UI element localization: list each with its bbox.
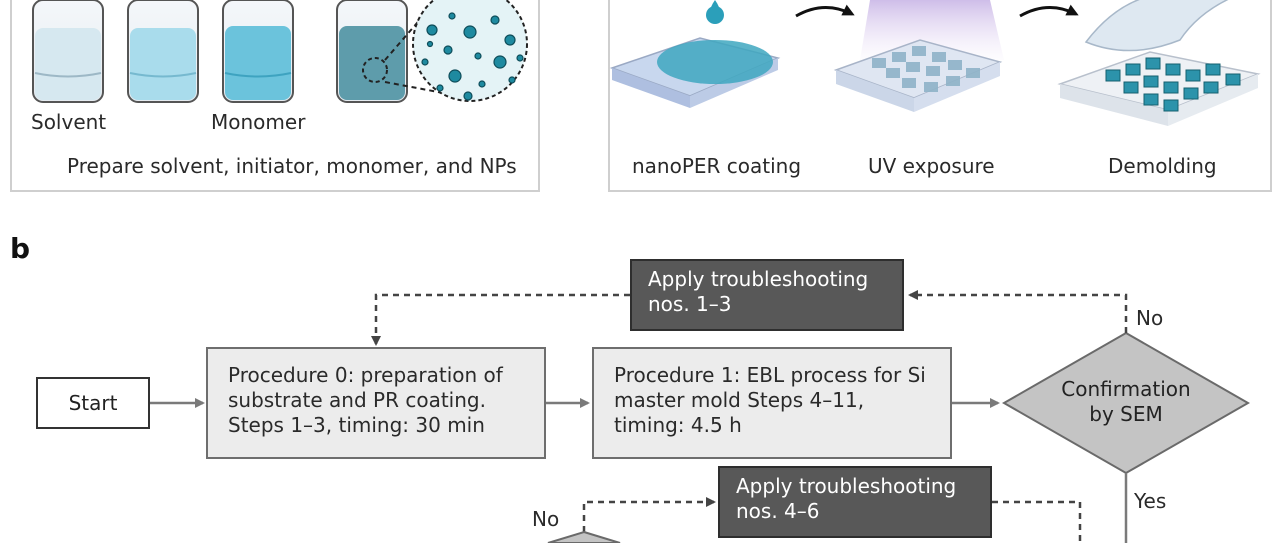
edge-label-yes: Yes	[1134, 489, 1167, 513]
procedure-0-box: Procedure 0: preparation of substrate an…	[206, 347, 546, 459]
label-monomer: Monomer	[211, 110, 306, 134]
vial-solvent	[32, 0, 104, 103]
edge-label-no-2: No	[532, 507, 560, 531]
process-arrow-1	[795, 4, 855, 18]
step-label-uv: UV exposure	[868, 154, 995, 178]
start-box: Start	[36, 377, 150, 429]
label-solvent: Solvent	[31, 110, 107, 134]
vial-initiator	[127, 0, 199, 103]
procedure-1-box: Procedure 1: EBL process for Si master m…	[592, 347, 952, 459]
uv-illustration	[833, 0, 1004, 112]
vial-monomer	[222, 0, 294, 103]
arrow-no-to-troubleshoot1	[908, 290, 1128, 333]
step-label-coating: nanoPER coating	[632, 154, 802, 178]
arrow-troubleshoot1-to-proc0	[371, 293, 630, 346]
panel-label-b: b	[10, 232, 31, 265]
decision-diamond-2	[547, 530, 621, 543]
edge-label-no: No	[1136, 306, 1164, 330]
troubleshoot-box-1: Apply troubleshooting nos. 1–3	[630, 259, 904, 331]
caption-prepare: Prepare solvent, initiator, monomer, and…	[67, 154, 517, 178]
step-label-demolding: Demolding	[1108, 154, 1217, 178]
nanoparticle-magnifier	[384, 0, 528, 102]
demold-illustration	[1057, 0, 1261, 126]
vial-nps	[336, 0, 408, 103]
arrow-troubleshoot2-down	[992, 500, 1082, 543]
process-arrow-2	[1019, 4, 1079, 18]
arrow-no2-to-troubleshoot2	[582, 497, 716, 543]
troubleshoot-box-2: Apply troubleshooting nos. 4–6	[718, 466, 992, 538]
decision-label: Confirmation by SEM	[1061, 377, 1191, 426]
coating-illustration	[609, 0, 781, 108]
